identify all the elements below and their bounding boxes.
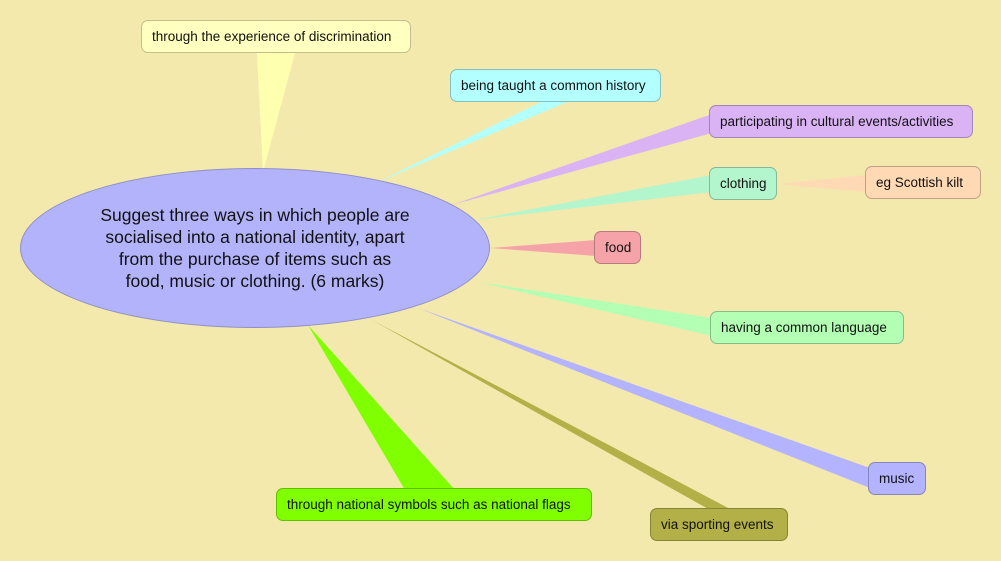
connector-cultural (452, 114, 712, 205)
connector-flags (308, 325, 455, 490)
node-national-symbols[interactable]: through national symbols such as nationa… (276, 488, 592, 521)
node-label: clothing (720, 176, 767, 191)
connector-history (378, 100, 572, 182)
node-label: eg Scottish kilt (876, 175, 964, 190)
node-label: through the experience of discrimination (152, 29, 392, 44)
node-label: having a common language (721, 320, 887, 335)
node-cultural-events[interactable]: participating in cultural events/activit… (709, 105, 973, 138)
connector-language (478, 282, 712, 336)
connector-kilt (777, 175, 866, 192)
node-label: through national symbols such as nationa… (287, 497, 571, 512)
node-scottish-kilt[interactable]: eg Scottish kilt (865, 166, 981, 199)
connector-clothing (474, 175, 712, 220)
node-common-history[interactable]: being taught a common history (450, 69, 661, 102)
node-common-language[interactable]: having a common language (710, 311, 904, 344)
node-food[interactable]: food (594, 231, 641, 264)
connector-music (418, 308, 870, 488)
node-label: food (605, 240, 632, 255)
node-music[interactable]: music (868, 462, 926, 495)
connector-discrimination (257, 53, 295, 172)
central-topic[interactable]: Suggest three ways in which people are s… (20, 168, 490, 328)
node-sporting-events[interactable]: via sporting events (650, 508, 788, 541)
central-topic-text: Suggest three ways in which people are s… (100, 205, 410, 291)
node-label: via sporting events (661, 517, 774, 532)
connector-sporting (372, 320, 732, 510)
node-label: being taught a common history (461, 78, 646, 93)
node-label: participating in cultural events/activit… (720, 114, 954, 129)
node-clothing[interactable]: clothing (709, 167, 777, 200)
node-label: music (879, 471, 915, 486)
node-discrimination[interactable]: through the experience of discrimination (141, 20, 411, 53)
connector-food (490, 240, 596, 256)
